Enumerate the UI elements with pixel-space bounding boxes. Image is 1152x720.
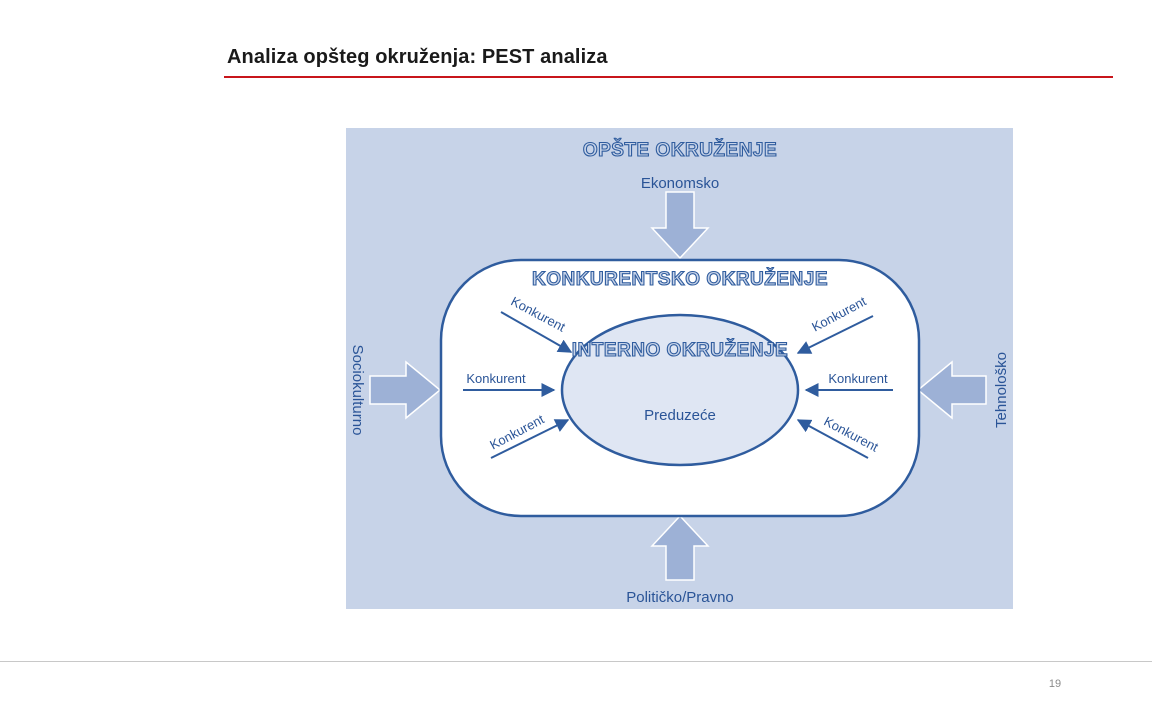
footer-divider xyxy=(0,661,1152,662)
technological-factor-label: Tehnološko xyxy=(993,352,1010,428)
competitor-label-mid-left: Konkurent xyxy=(466,371,526,386)
sociocultural-factor-label: Sociokulturno xyxy=(349,345,366,436)
arrow-political-legal xyxy=(650,514,710,581)
arrow-economic xyxy=(650,191,710,260)
internal-environment-label: INTERNO OKRUŽENJE xyxy=(572,339,788,361)
competitive-environment-label: KONKURENTSKO OKRUŽENJE xyxy=(532,268,828,290)
slide-title: Analiza opšteg okruženja: PEST analiza xyxy=(227,46,608,68)
internal-environment-ellipse xyxy=(560,313,800,467)
competitor-arrow-top-right xyxy=(796,315,874,354)
general-environment-label: OPŠTE OKRUŽENJE xyxy=(583,139,777,161)
political-legal-factor-label: Političko/Pravno xyxy=(626,589,734,606)
title-underline xyxy=(224,76,1113,78)
company-label: Preduzeće xyxy=(644,407,716,424)
competitor-arrow-bottom-right xyxy=(796,419,869,459)
competitor-arrow-top-left xyxy=(500,311,573,353)
competitor-label-mid-right: Konkurent xyxy=(828,371,888,386)
pest-diagram: OPŠTE OKRUŽENJE KONKURENTSKO OKRUŽENJE I… xyxy=(346,128,1013,609)
page-number: 19 xyxy=(1048,678,1062,690)
arrow-sociocultural xyxy=(369,360,442,420)
economic-factor-label: Ekonomsko xyxy=(641,175,719,192)
competitor-arrow-bottom-left xyxy=(490,419,570,459)
arrow-technological xyxy=(916,360,987,420)
